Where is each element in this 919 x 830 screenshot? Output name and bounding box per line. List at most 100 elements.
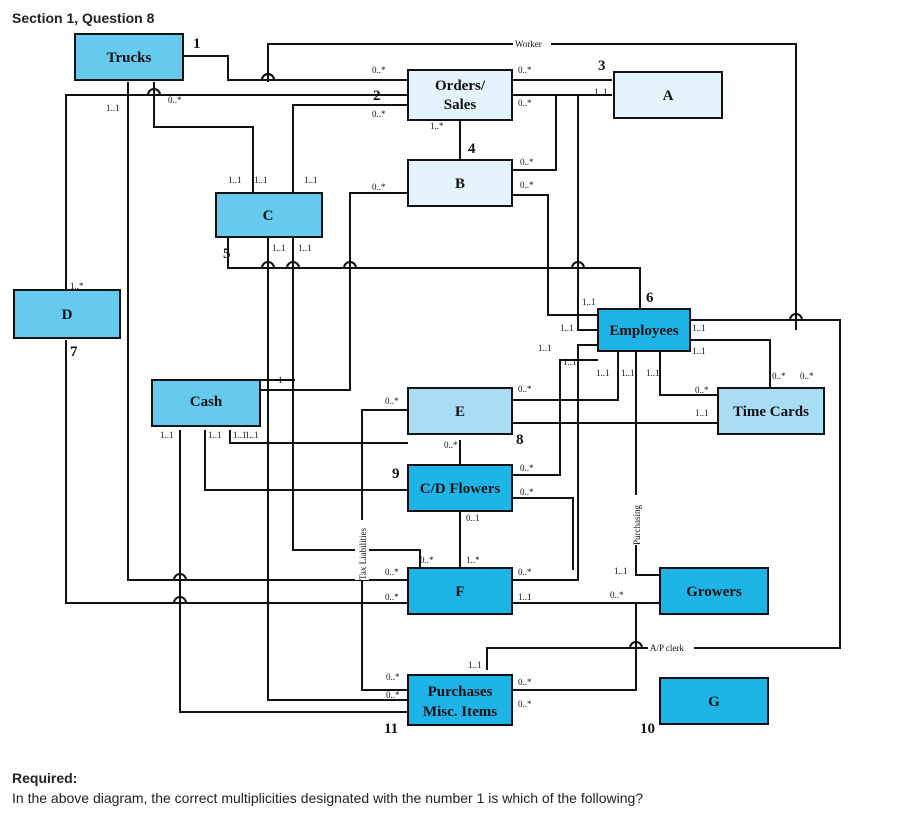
line-crossings xyxy=(147,73,803,649)
entity-label: Employees xyxy=(609,323,678,339)
hump xyxy=(173,596,187,604)
multiplicity: 1..1 xyxy=(272,243,286,253)
hump xyxy=(173,573,187,581)
hump xyxy=(629,641,643,649)
multiplicity: 0..* xyxy=(372,182,386,192)
line-d-growers xyxy=(65,340,408,604)
role-labels: Worker Tax Liabilities Purchasing A/P cl… xyxy=(355,37,694,654)
entity-label: B xyxy=(455,176,465,192)
entity-d: D xyxy=(13,289,121,339)
multiplicity: 0..* xyxy=(385,592,399,602)
entity-label: Orders/ xyxy=(435,78,486,94)
rel-number: 4 xyxy=(468,141,476,157)
multiplicity: 1..* xyxy=(466,555,480,565)
entity-label: Trucks xyxy=(107,50,152,66)
rel-number: 7 xyxy=(70,344,78,360)
entity-label: Sales xyxy=(444,97,477,113)
multiplicity: 0..* xyxy=(518,384,532,394)
rel-number: 5 xyxy=(223,246,231,262)
multiplicity: 0..* xyxy=(518,699,532,709)
association-lines xyxy=(65,43,841,713)
multiplicity: 1..1 xyxy=(160,430,174,440)
multiplicity: 1..1 xyxy=(692,346,706,356)
entity-label: E xyxy=(455,404,465,420)
multiplicity: 0..* xyxy=(386,672,400,682)
multiplicity: 0..* xyxy=(695,385,709,395)
line-flowers-f2 xyxy=(512,497,574,570)
multiplicity: 1..1 xyxy=(692,323,706,333)
multiplicity: 1..1 xyxy=(614,566,628,576)
rel-number: 10 xyxy=(640,721,655,737)
entity-b: B xyxy=(407,159,513,207)
multiplicity: 1..1 xyxy=(596,368,610,378)
entity-trucks: Trucks xyxy=(74,33,184,81)
entity-cd-flowers: C/D Flowers xyxy=(407,464,513,512)
hump xyxy=(261,261,275,269)
multiplicity: 1..* xyxy=(70,281,84,291)
line-emp-f xyxy=(512,344,598,581)
entity-time-cards: Time Cards xyxy=(717,387,825,435)
multiplicity: 0..* xyxy=(772,371,786,381)
rel-number: 1 xyxy=(193,36,201,52)
entity-label: F xyxy=(455,584,464,600)
multiplicity: 0..* xyxy=(520,157,534,167)
line-c-purchases xyxy=(267,237,408,701)
line-b-employees xyxy=(512,194,598,316)
multiplicity: 0..* xyxy=(520,463,534,473)
rel-number: 11 xyxy=(384,721,398,737)
required-label: Required: xyxy=(12,770,78,786)
entity-label: G xyxy=(708,694,720,710)
hump xyxy=(147,88,161,96)
line-purchases-up xyxy=(486,647,636,670)
multiplicity: 1..1 xyxy=(245,430,259,440)
multiplicity: 1..1 xyxy=(563,357,577,367)
entity-employees: Employees xyxy=(597,308,691,352)
multiplicity: 1..1 xyxy=(621,368,635,378)
entity-purchases: Purchases Misc. Items xyxy=(407,674,513,726)
multiplicity: 1..* xyxy=(430,121,444,131)
entity-label: Purchases xyxy=(428,684,493,700)
entity-f: F xyxy=(407,567,513,615)
multiplicity: 0..* xyxy=(168,95,182,105)
entity-label: Growers xyxy=(686,584,742,600)
line-cash-purchases xyxy=(179,430,408,713)
line-trucks-branch xyxy=(153,82,254,193)
entity-label: A xyxy=(663,88,674,104)
line-b-a xyxy=(512,94,612,171)
line-emp-growers xyxy=(635,350,660,576)
role-tax-liabilities: Tax Liabilities xyxy=(358,527,368,580)
multiplicity: 0..* xyxy=(372,65,386,75)
multiplicity: 0..* xyxy=(518,677,532,687)
multiplicity: 1..1 xyxy=(518,592,532,602)
line-orders-employees xyxy=(512,94,598,331)
entity-e: E xyxy=(407,387,513,435)
entity-a: A xyxy=(613,71,723,119)
multiplicity: 0..* xyxy=(386,690,400,700)
multiplicity: 1..1 xyxy=(560,323,574,333)
entity-cash: Cash xyxy=(151,379,261,427)
multiplicity: 1 xyxy=(278,375,283,385)
line-emp-timecards-b xyxy=(636,319,841,649)
multiplicity: 1..1 xyxy=(304,175,318,185)
multiplicity: 1..1 xyxy=(106,103,120,113)
multiplicity: 0..1 xyxy=(466,513,480,523)
entity-orders-sales: Orders/ Sales xyxy=(407,69,513,121)
multiplicity-extra: 0..* xyxy=(518,699,532,709)
line-c-employees xyxy=(227,237,641,310)
multiplicity: 0..* xyxy=(518,98,532,108)
multiplicity: 0..* xyxy=(420,555,434,565)
entity-label: Cash xyxy=(190,394,223,410)
rel-number: 3 xyxy=(598,58,606,74)
multiplicity: 0..* xyxy=(518,567,532,577)
rel-number: 9 xyxy=(392,466,400,482)
multiplicity: 1..1 xyxy=(582,297,596,307)
line-trucks-orders xyxy=(183,55,408,81)
entity-growers: Growers xyxy=(659,567,769,615)
multiplicity: 1..1 xyxy=(538,343,552,353)
multiplicity: 1..1 xyxy=(254,175,268,185)
multiplicity: 0..* xyxy=(610,590,624,600)
hump xyxy=(571,261,585,269)
multiplicity: 1..1 xyxy=(468,660,482,670)
multiplicity: 1..1 xyxy=(594,87,608,97)
